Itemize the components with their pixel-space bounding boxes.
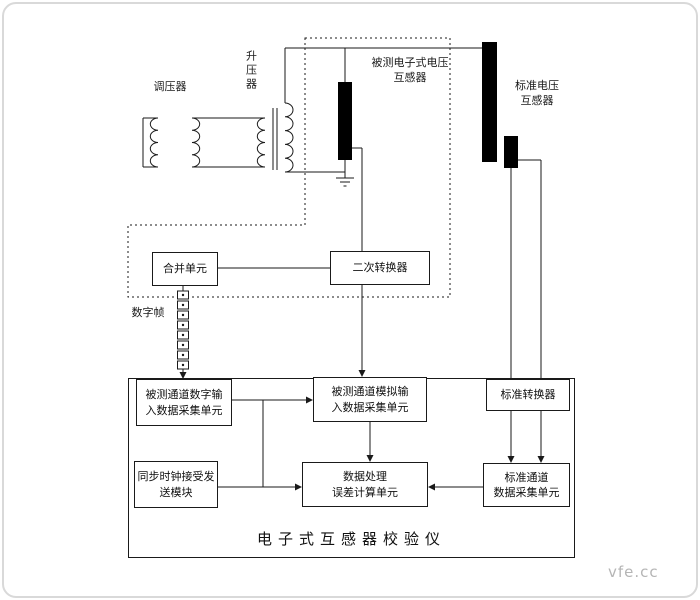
merging-unit-box: 合并单元 — [152, 252, 218, 286]
dotted-boundary — [127, 37, 451, 298]
calibrator-title: 电子式互感器校验仪 — [256, 530, 446, 548]
label-voltage-regulator: 调压器 — [153, 80, 187, 93]
standard-converter-label: 标准转换器 — [500, 388, 556, 402]
label-tested-vt-line2: 互感器 — [393, 70, 427, 84]
label-digital-frame: 数字帧 — [131, 306, 165, 319]
merging-unit-label: 合并单元 — [163, 262, 207, 276]
standard-channel-line2: 数据采集单元 — [493, 486, 560, 499]
label-standard-vt-line1: 标准电压 — [515, 79, 559, 92]
ground-icon — [336, 177, 354, 187]
standard-channel-line1: 标准通道 — [504, 470, 549, 484]
arrowheads — [179, 370, 545, 491]
digital-acquisition-line1: 被测通道数字输 — [145, 388, 223, 402]
label-step-up-transformer: 升压器 — [244, 50, 258, 92]
secondary-converter-label: 二次转换器 — [352, 261, 408, 275]
label-tested-vt: 被测电子式电压 互感器 — [358, 56, 462, 85]
step-up-transformer-symbol — [256, 102, 294, 173]
label-standard-vt-line2: 互感器 — [520, 93, 554, 107]
analog-acquisition-line1: 被测通道模拟输 — [331, 385, 409, 399]
digital-acquisition-line2: 入数据采集单元 — [145, 403, 223, 417]
box-standard-converter: 标准转换器 — [486, 379, 570, 411]
box-data-processing: 数据处理 误差计算单元 — [302, 462, 428, 507]
box-standard-channel: 标准通道 数据采集单元 — [483, 463, 570, 507]
analog-acquisition-line2: 入数据采集单元 — [331, 400, 409, 414]
sync-clock-line1: 同步时钟接受发 — [137, 470, 215, 484]
box-digital-acquisition: 被测通道数字输 入数据采集单元 — [136, 379, 232, 426]
digital-frame-chain — [177, 290, 189, 370]
label-standard-vt: 标准电压 互感器 — [505, 79, 569, 108]
standard-vt-bar-primary — [482, 42, 497, 162]
box-sync-clock: 同步时钟接受发 送模块 — [134, 461, 218, 508]
data-processing-line2: 误差计算单元 — [332, 485, 398, 499]
voltage-regulator-symbol — [149, 117, 201, 168]
sync-clock-line2: 送模块 — [159, 485, 193, 499]
box-analog-acquisition: 被测通道模拟输 入数据采集单元 — [313, 377, 427, 422]
data-processing-line1: 数据处理 — [343, 470, 387, 484]
tested-vt-sensor-bar — [338, 82, 352, 160]
secondary-converter-box: 二次转换器 — [330, 251, 430, 285]
label-tested-vt-line1: 被测电子式电压 — [371, 56, 449, 69]
connection-lines — [142, 47, 542, 488]
watermark: vfe.cc — [608, 563, 659, 581]
standard-vt-bar-secondary — [504, 136, 518, 168]
